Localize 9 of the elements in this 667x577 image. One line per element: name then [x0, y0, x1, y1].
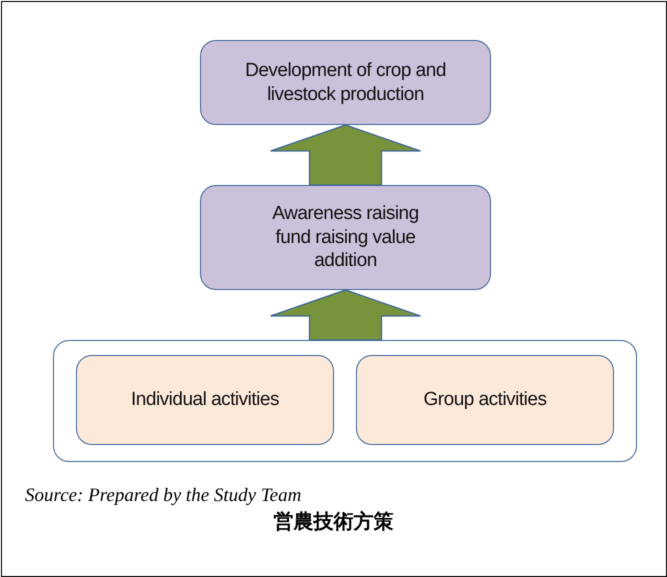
frame-box [53, 340, 637, 462]
activity-box: Group activities [356, 355, 614, 445]
activity-box: Awareness raising fund raising value addition [200, 185, 491, 290]
goal-box: Development of crop and livestock production [200, 40, 491, 125]
activity-box: Individual activities [76, 355, 334, 445]
subtitle-text: 営農技術方策 [272, 508, 394, 535]
block-arrow [270, 289, 422, 341]
block-arrow [270, 124, 422, 186]
source-note: Source: Prepared by the Study Team [25, 485, 302, 507]
